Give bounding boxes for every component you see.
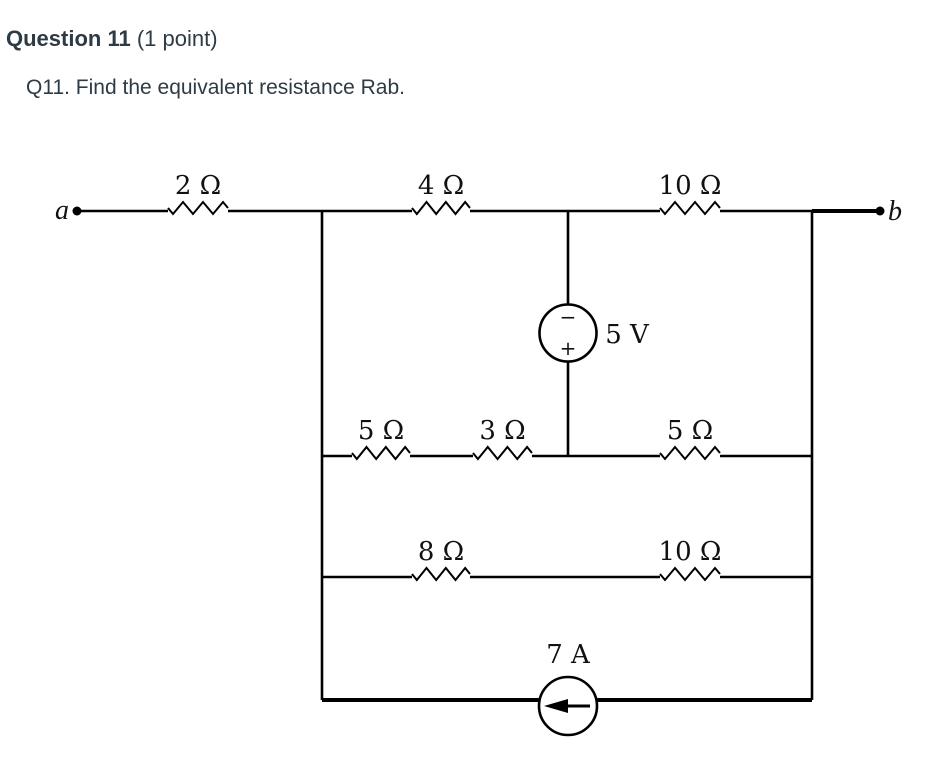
- question-title: Question 11: [6, 26, 131, 51]
- current-source-circle: [537, 675, 599, 737]
- question-points: (1 point): [136, 26, 218, 51]
- terminal-a-dot: [72, 206, 82, 216]
- wires: [77, 209, 880, 702]
- resistor-zigzag: [411, 200, 471, 216]
- resistor-r-top-left: 2 Ω: [167, 171, 229, 216]
- resistor-r-low-left: 8 Ω: [411, 537, 471, 582]
- resistor-zigzag: [472, 445, 533, 461]
- resistor-label: 5 Ω: [358, 416, 404, 446]
- resistor-r-low-right: 10 Ω: [659, 537, 722, 582]
- voltage-source: − + 5 V: [538, 303, 650, 363]
- current-source: 7 A: [537, 640, 599, 737]
- voltage-source-circle: [538, 303, 598, 363]
- resistor-label: 8 Ω: [418, 537, 464, 567]
- resistor-label: 2 Ω: [175, 171, 221, 201]
- resistor-label: 5 Ω: [667, 416, 713, 446]
- resistor-label: 10 Ω: [659, 171, 722, 201]
- terminal-b-dot: [875, 206, 885, 216]
- current-source-label: 7 A: [546, 640, 591, 670]
- resistor-label: 10 Ω: [659, 537, 722, 567]
- terminal-a-label: a: [55, 195, 69, 226]
- question-text: Q11. Find the equivalent resistance Rab.: [26, 76, 405, 99]
- arrow-left-icon: [544, 699, 568, 713]
- resistor-zigzag: [659, 200, 721, 216]
- question-header: Question 11 (1 point): [6, 26, 218, 52]
- voltage-minus-sign: −: [560, 305, 577, 329]
- resistor-r-mid-right: 5 Ω: [659, 416, 721, 461]
- resistor-zigzag: [411, 566, 471, 582]
- resistor-r-mid-center: 3 Ω: [472, 416, 533, 461]
- voltage-plus-sign: +: [560, 336, 577, 360]
- resistor-label: 3 Ω: [479, 416, 525, 446]
- resistor-zigzag: [659, 445, 721, 461]
- terminal-b-label: b: [888, 196, 902, 227]
- resistor-r-mid-left: 5 Ω: [351, 416, 411, 461]
- resistor-r-top-right: 10 Ω: [659, 171, 722, 216]
- resistor-zigzag: [659, 566, 721, 582]
- resistor-zigzag: [167, 200, 229, 216]
- voltage-source-label: 5 V: [605, 320, 650, 350]
- resistor-label: 4 Ω: [418, 171, 464, 201]
- resistor-r-top-mid: 4 Ω: [411, 171, 471, 216]
- resistor-zigzag: [351, 445, 411, 461]
